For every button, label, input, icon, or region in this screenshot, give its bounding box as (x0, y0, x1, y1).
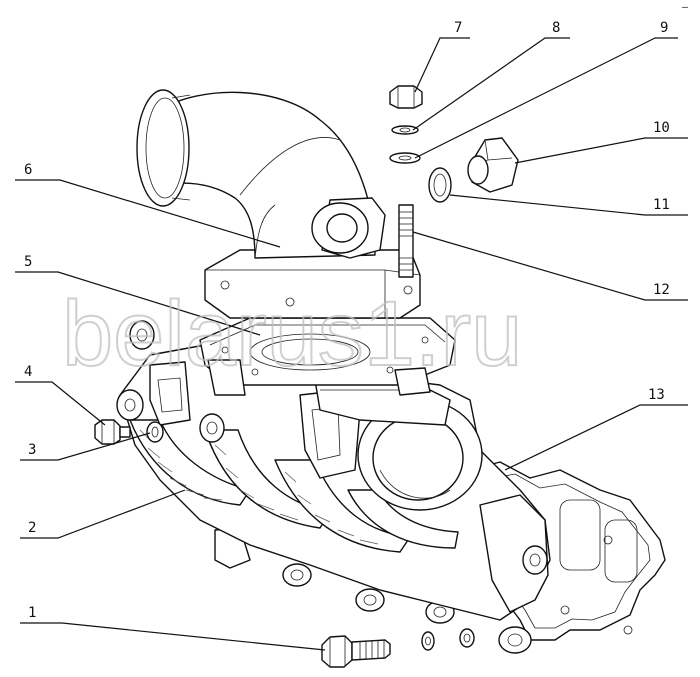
exhaust-manifold (116, 320, 551, 654)
stud-bolt-set (389, 85, 423, 278)
adapter-plate (199, 317, 456, 396)
drain-plug-set (428, 137, 519, 203)
callout-5: 5 (24, 254, 32, 270)
callout-2: 2 (28, 520, 36, 536)
callout-3: 3 (28, 442, 36, 458)
callout-1: 1 (28, 605, 36, 621)
corner-mark: — (682, 2, 689, 13)
side-plug-set (94, 419, 164, 445)
callout-11: 11 (653, 197, 670, 213)
callout-labels: 1 2 3 4 5 6 7 8 9 10 11 12 13 (24, 20, 670, 621)
callout-9: 9 (660, 20, 668, 36)
callout-12: 12 (653, 282, 670, 298)
callout-7: 7 (454, 20, 462, 36)
callout-8: 8 (552, 20, 560, 36)
mounting-bolt-set (321, 628, 475, 668)
elbow-pipe (136, 89, 421, 319)
watermark-text: belarus1.ru (62, 283, 522, 385)
callout-6: 6 (24, 162, 32, 178)
leader-lines (15, 37, 688, 651)
callout-13: 13 (648, 387, 665, 403)
callout-10: 10 (653, 120, 670, 136)
callout-4: 4 (24, 364, 32, 380)
